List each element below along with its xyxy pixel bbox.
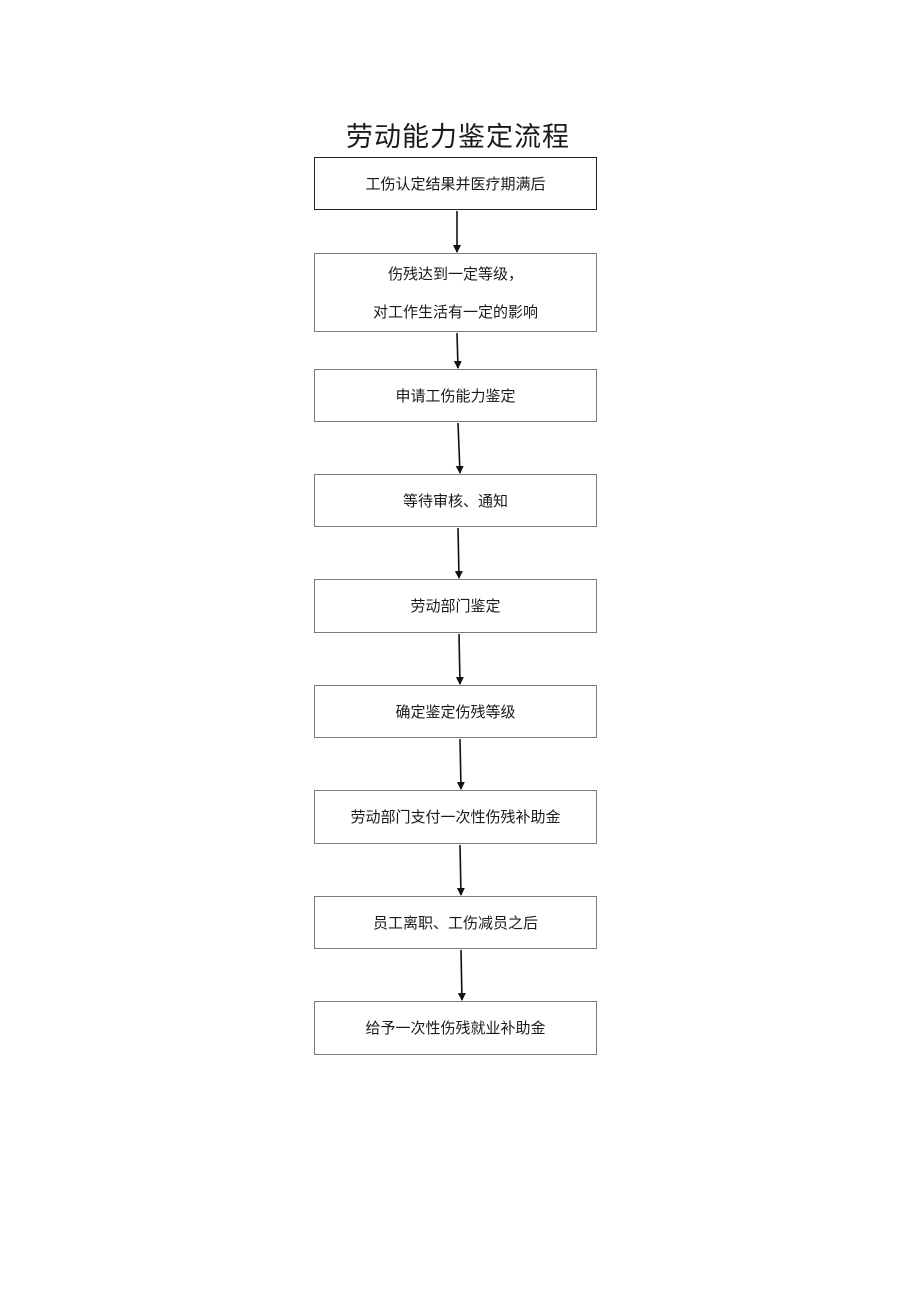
flow-step-5: 劳动部门鉴定 xyxy=(314,579,597,633)
flow-arrow-5 xyxy=(455,633,464,685)
flow-arrow-2 xyxy=(453,332,462,369)
flow-step-2: 伤残达到一定等级， 对工作生活有一定的影响 xyxy=(314,253,597,332)
flow-step-9: 给予一次性伤残就业补助金 xyxy=(314,1001,597,1055)
flow-arrow-3 xyxy=(455,422,464,474)
page-title: 劳动能力鉴定流程 xyxy=(346,122,570,153)
flow-step-3: 申请工伤能力鉴定 xyxy=(314,369,597,422)
flow-step-1: 工伤认定结果并医疗期满后 xyxy=(314,157,597,210)
flow-step-7: 劳动部门支付一次性伤残补助金 xyxy=(314,790,597,844)
flow-arrow-7 xyxy=(456,844,465,896)
flow-step-text-line-1: 伤残达到一定等级， xyxy=(387,264,523,283)
flow-step-4: 等待审核、通知 xyxy=(314,474,597,527)
flow-step-text: 劳动部门支付一次性伤残补助金 xyxy=(350,808,561,826)
flow-step-text: 给予一次性伤残就业补助金 xyxy=(365,1019,546,1037)
flow-step-text: 员工离职、工伤减员之后 xyxy=(372,913,538,932)
flow-step-text-line-2: 对工作生活有一定的影响 xyxy=(372,302,538,321)
flow-step-6: 确定鉴定伤残等级 xyxy=(314,685,597,738)
flow-step-text: 工伤认定结果并医疗期满后 xyxy=(365,174,546,193)
flow-step-8: 员工离职、工伤减员之后 xyxy=(314,896,597,949)
flow-step-text: 确定鉴定伤残等级 xyxy=(395,702,516,721)
flow-arrow-4 xyxy=(454,527,463,579)
flow-arrow-8 xyxy=(457,949,466,1001)
flow-step-text: 劳动部门鉴定 xyxy=(410,597,501,615)
flow-step-text: 等待审核、通知 xyxy=(402,491,508,510)
flow-arrow-6 xyxy=(456,738,465,790)
flow-step-text: 申请工伤能力鉴定 xyxy=(395,386,516,405)
